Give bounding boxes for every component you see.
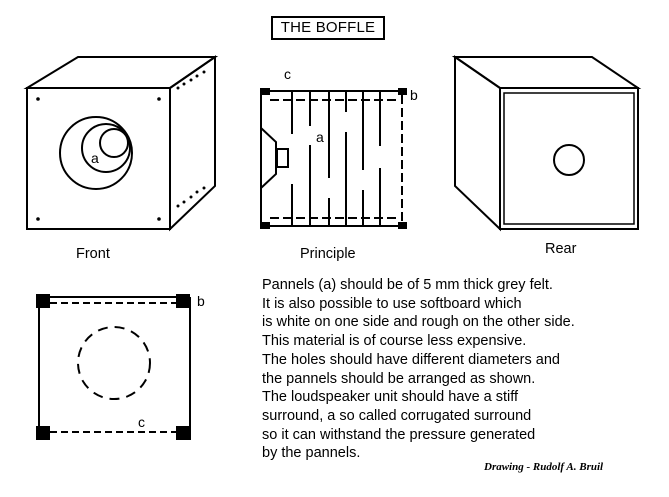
top-section-label-b: b [197,293,205,309]
description-text: Pannels (a) should be of 5 mm thick grey… [262,276,652,463]
description-line: Pannels (a) should be of 5 mm thick grey… [262,277,553,293]
rear-hole [553,144,585,176]
principle-label-b: b [410,87,418,103]
front-side-face [169,55,216,232]
rear-face [499,87,639,230]
rear-view [451,55,642,232]
front-top-face [23,56,219,89]
description-line: so it can withstand the pressure generat… [262,426,536,443]
top-section-hole [77,326,151,400]
rear-side-face [454,55,501,232]
principle-caption: Principle [300,246,356,262]
description-line: It is also possible to use softboard whi… [262,295,522,312]
description-line: by the pannels. [262,445,361,462]
description-line: This material is of course less expensiv… [262,333,527,350]
front-label-a: a [91,150,99,166]
top-section-view [36,294,191,440]
principle-view [260,88,407,229]
rear-panel-inset [503,92,635,225]
front-view [23,55,219,232]
front-hole-medium [81,123,131,173]
front-hole-small [99,128,129,158]
title-box: THE BOFFLE [271,16,385,40]
rear-caption: Rear [545,241,577,257]
description-line: surround, a so called corrugated surroun… [262,407,532,424]
front-hole-large [59,116,133,190]
principle-label-c: c [284,66,291,82]
description-line: The holes should have different diameter… [262,351,560,368]
title-text: THE BOFFLE [280,19,376,36]
front-caption: Front [76,246,110,262]
rear-top-face [451,56,642,89]
description-line: the pannels should be arranged as shown. [262,370,536,387]
drawing-credit: Drawing - Rudolf A. Bruil [484,461,604,473]
description-line: The loudspeaker unit should have a stiff [262,389,519,406]
front-screws [36,70,206,221]
description-line: is white on one side and rough on the ot… [262,314,575,331]
principle-label-a: a [316,129,324,145]
top-section-label-c: c [138,414,145,430]
